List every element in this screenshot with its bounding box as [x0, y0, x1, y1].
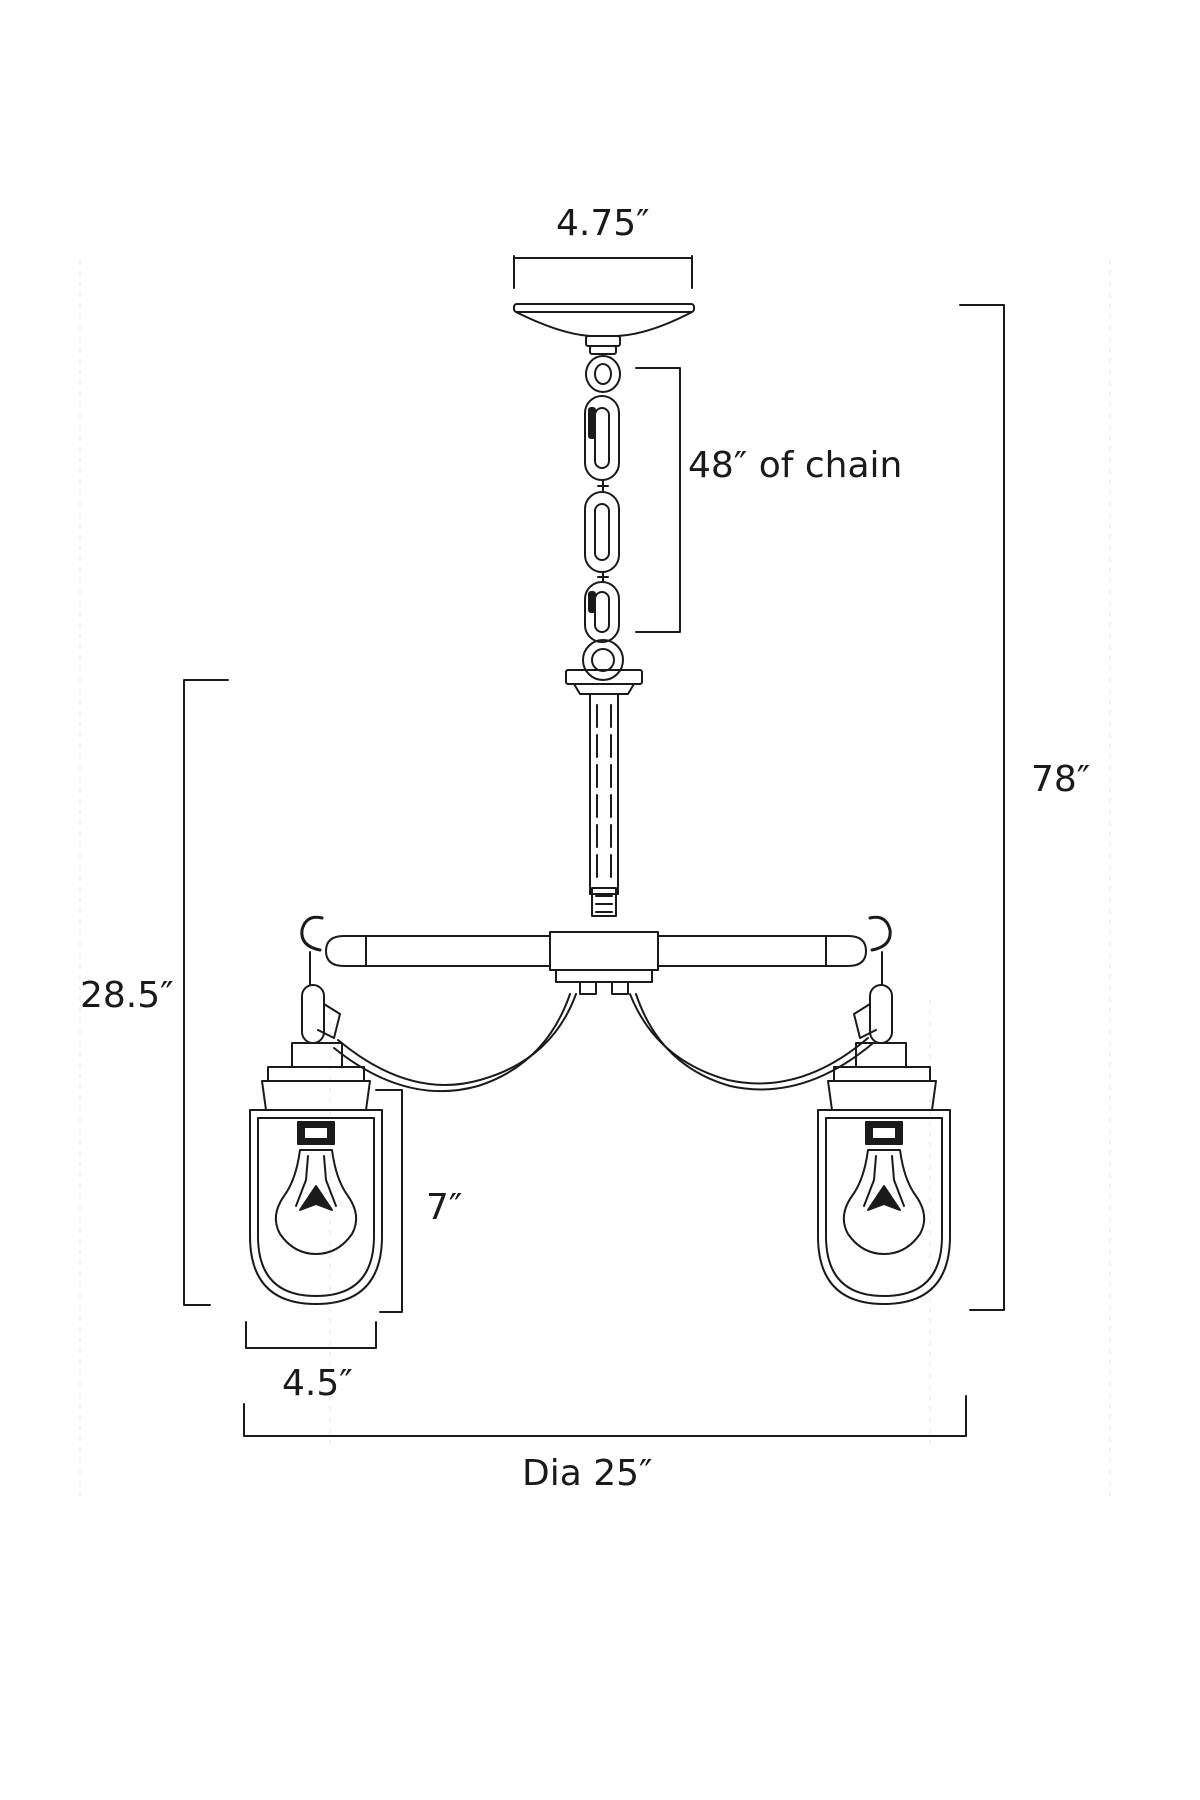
- body-height-label: 28.5″: [80, 975, 174, 1016]
- shade-width-label: 4.5″: [282, 1363, 353, 1404]
- chain: [582, 355, 624, 681]
- overall-height-label: 78″: [1031, 759, 1091, 800]
- construction-guides: [79, 259, 1111, 1501]
- dim-shade-width: [245, 1321, 377, 1349]
- dimension-lines: [183, 255, 1005, 1437]
- dim-chain-length: [635, 367, 681, 633]
- arm: [300, 915, 892, 1093]
- dim-diameter: [243, 1395, 967, 1437]
- dim-overall-height: [959, 304, 1005, 1311]
- left-lamp: [249, 951, 383, 1305]
- dim-canopy-width: [513, 255, 693, 289]
- body: [565, 669, 643, 917]
- shade-height-label: 7″: [426, 1187, 463, 1228]
- canopy-width-label: 4.75″: [556, 203, 650, 244]
- dim-body-height: [183, 679, 229, 1306]
- diameter-label: Dia 25″: [522, 1453, 653, 1494]
- canopy: [513, 303, 695, 355]
- dim-shade-height: [375, 1089, 403, 1313]
- right-lamp: [817, 951, 951, 1305]
- chain-length-label: 48″ of chain: [688, 445, 903, 486]
